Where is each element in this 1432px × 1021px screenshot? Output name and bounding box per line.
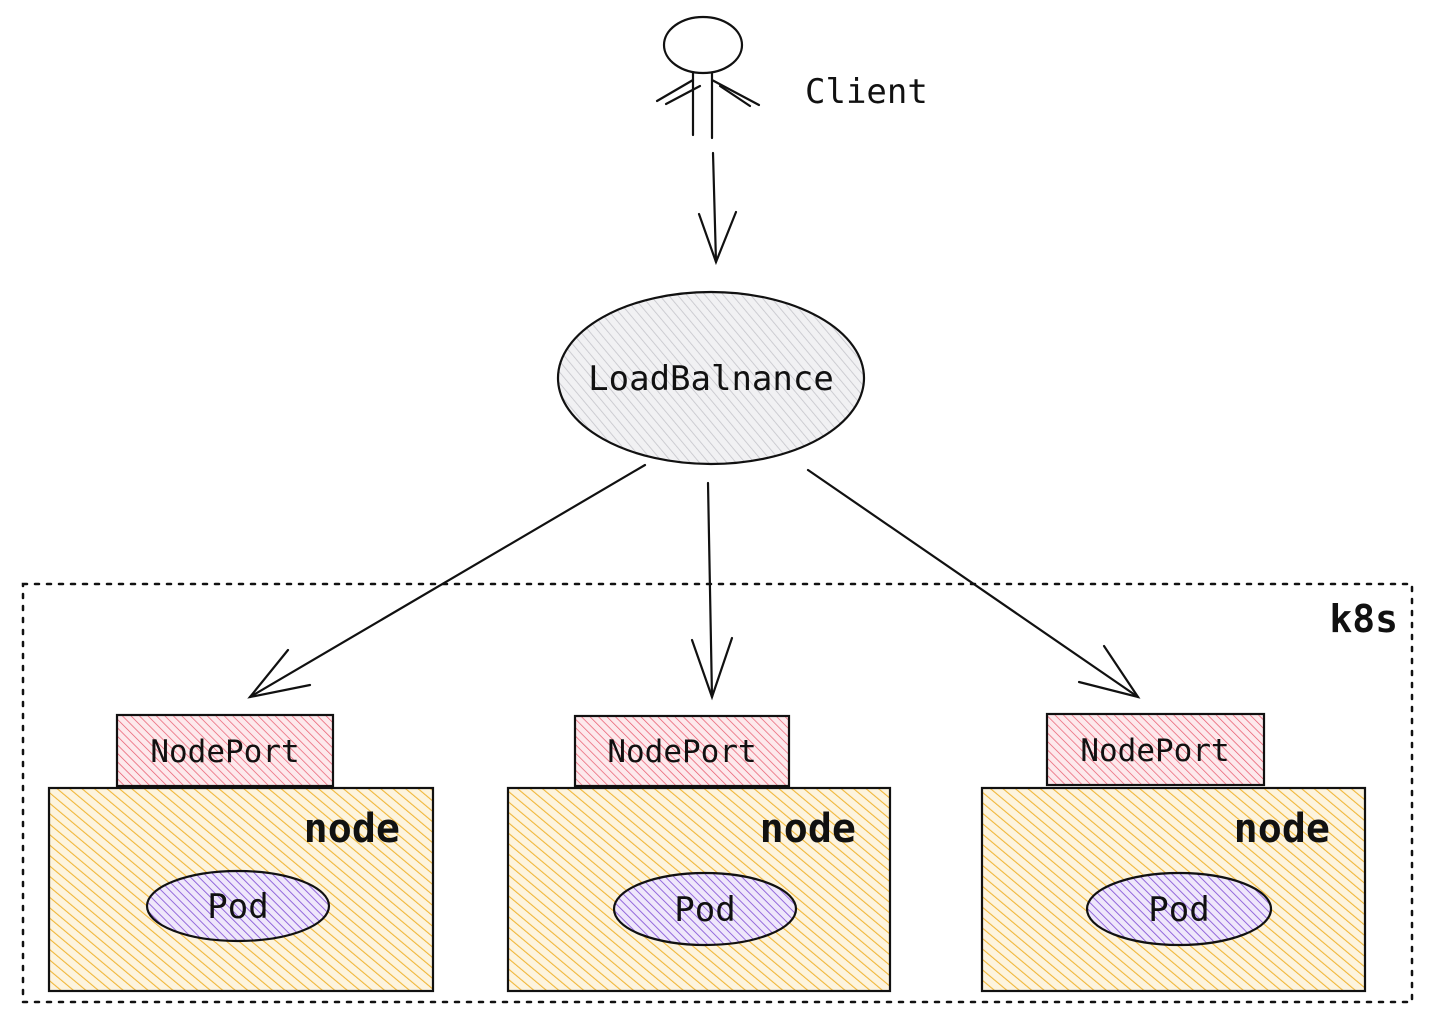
nodeport-1-box bbox=[115, 713, 335, 788]
pod-1-label: Pod bbox=[207, 887, 268, 927]
nodeport-1-label: NodePort bbox=[150, 734, 299, 770]
arrow-client-to-loadbalancer bbox=[697, 151, 738, 266]
node-1: NodePort node Pod bbox=[47, 713, 435, 993]
node-3-label: node bbox=[1234, 806, 1330, 852]
pod-3-ellipse bbox=[1085, 871, 1273, 947]
client-person-icon bbox=[655, 15, 761, 140]
nodeport-3-label: NodePort bbox=[1080, 733, 1229, 769]
pod-2-ellipse bbox=[612, 871, 798, 947]
k8s-cluster: k8s bbox=[21, 582, 1414, 1004]
pod-3-label: Pod bbox=[1148, 890, 1209, 930]
arrow-loadbalancer-to-nodeport-2 bbox=[690, 481, 734, 701]
node-2-label: node bbox=[760, 806, 856, 852]
client: Client bbox=[655, 15, 928, 140]
arrow-loadbalancer-to-nodeport-1 bbox=[247, 463, 647, 699]
arrow-loadbalancer-to-nodeport-3 bbox=[806, 468, 1141, 699]
nodeport-2-box bbox=[573, 714, 791, 788]
loadbalancer: LoadBalnance bbox=[556, 290, 866, 466]
client-label: Client bbox=[805, 72, 928, 112]
nodeport-2-label: NodePort bbox=[607, 734, 756, 770]
k8s-label: k8s bbox=[1329, 597, 1398, 641]
pod-2-label: Pod bbox=[674, 890, 735, 930]
pod-1-ellipse bbox=[145, 869, 331, 943]
loadbalancer-ellipse bbox=[556, 290, 866, 466]
loadbalancer-label: LoadBalnance bbox=[588, 359, 834, 399]
node-3: NodePort node Pod bbox=[980, 712, 1367, 993]
k8s-cluster-boundary bbox=[21, 582, 1414, 1004]
node-1-label: node bbox=[304, 806, 400, 852]
node-2: NodePort node Pod bbox=[506, 714, 892, 993]
nodeport-3-box bbox=[1045, 712, 1266, 787]
